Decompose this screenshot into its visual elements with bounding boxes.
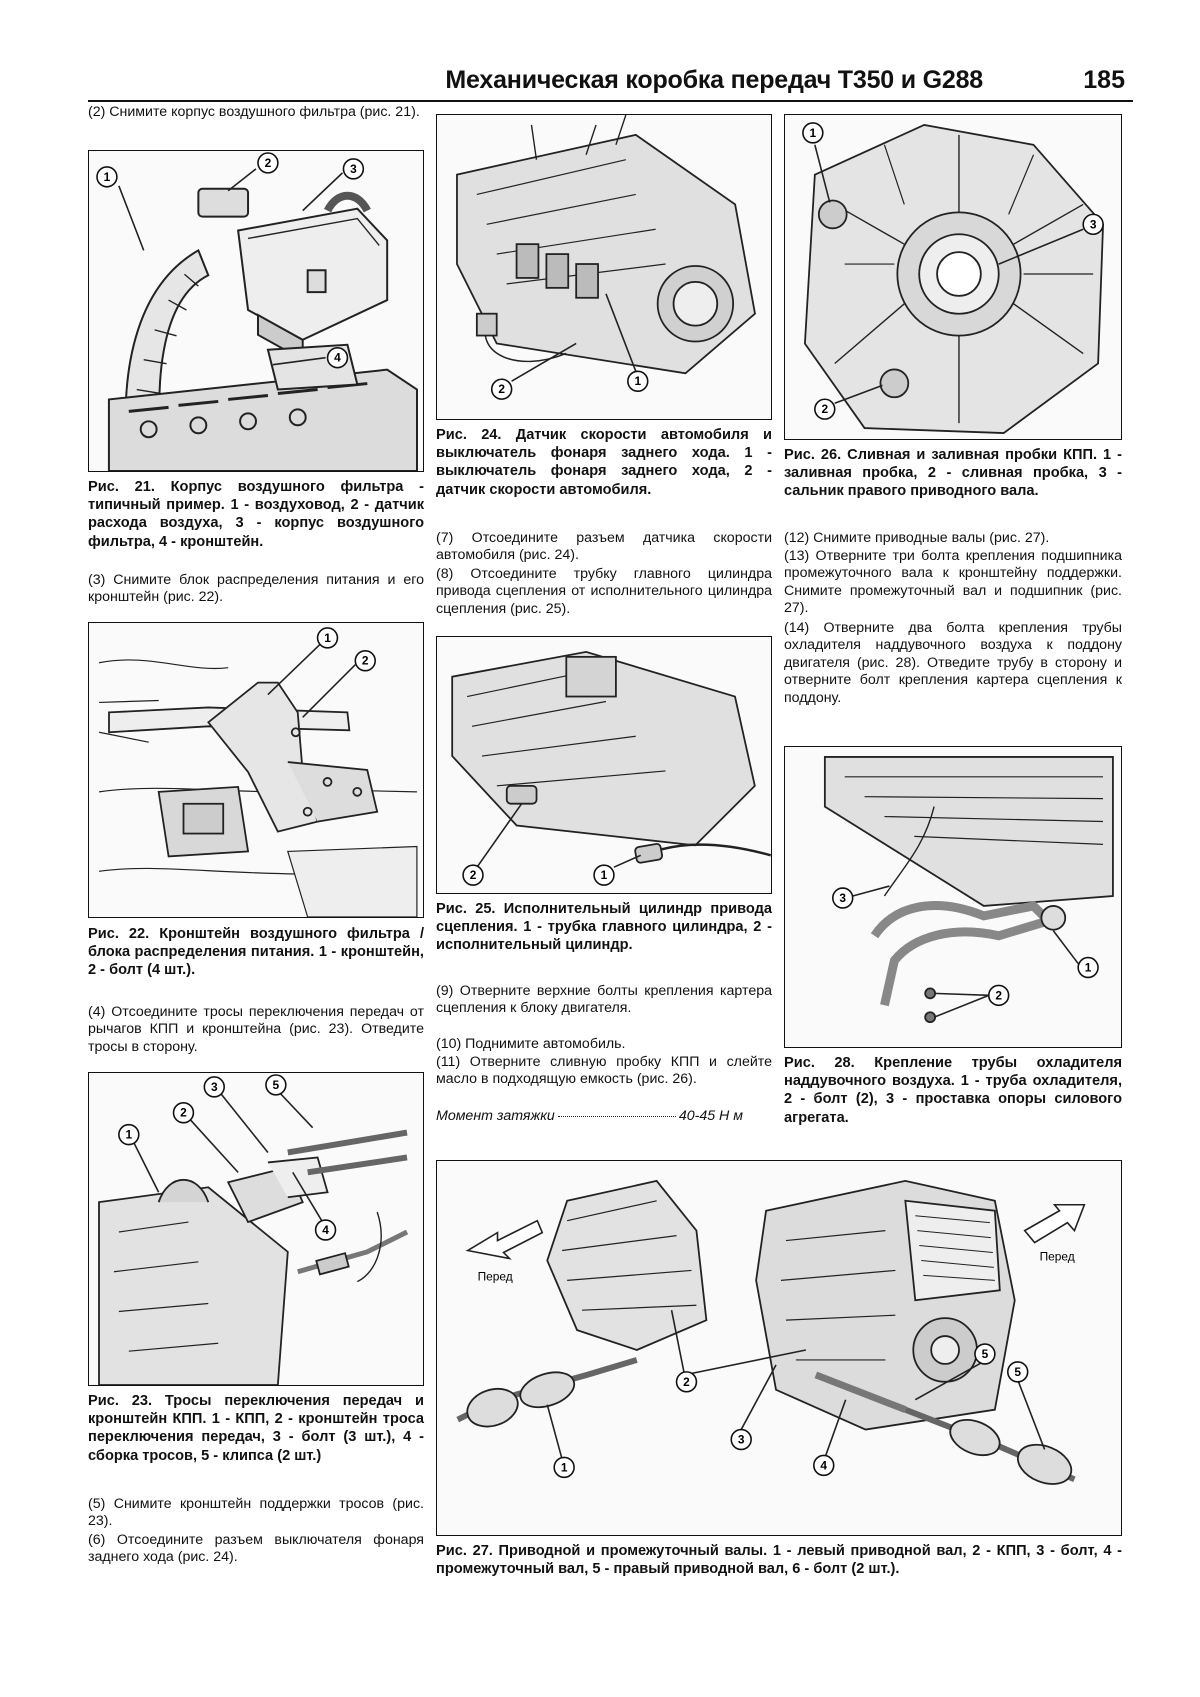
step-7-text: (7) Отсоедините разъем датчика скорости … <box>436 530 772 564</box>
svg-text:3: 3 <box>211 1080 218 1094</box>
figure-26-caption: Рис. 26. Сливная и заливная пробки КПП. … <box>784 447 1122 500</box>
step-14-text: (14) Отверните два болта крепления трубы… <box>784 620 1122 706</box>
figure-23: 1 2 3 4 5 <box>88 1072 424 1386</box>
svg-text:2: 2 <box>470 868 477 882</box>
torque-label: Момент затяжки <box>436 1108 555 1124</box>
svg-text:1: 1 <box>324 631 331 645</box>
page-header: Механическая коробка передач Т350 и G288… <box>88 64 1133 102</box>
step-4-text: (4) Отсоедините тросы переключения перед… <box>88 1004 424 1055</box>
figure-28: 3 1 2 <box>784 746 1122 1048</box>
step-11-text: (11) Отверните сливную пробку КПП и слей… <box>436 1054 772 1088</box>
svg-text:1: 1 <box>1085 961 1092 975</box>
svg-text:3: 3 <box>738 1432 745 1446</box>
step-5-text: (5) Снимите кронштейн поддержки тросов (… <box>88 1496 424 1530</box>
svg-text:1: 1 <box>601 868 608 882</box>
figure-27: Перед Перед 2 1 3 4 5 5 <box>436 1160 1122 1536</box>
svg-text:2: 2 <box>995 988 1002 1002</box>
callout-1: 1 <box>104 170 111 184</box>
svg-text:2: 2 <box>180 1106 187 1120</box>
svg-text:3: 3 <box>839 891 846 905</box>
chapter-title: Механическая коробка передач Т350 и G288 <box>445 66 983 94</box>
torque-spec: Момент затяжки 40-45 Н м <box>436 1108 772 1125</box>
svg-text:4: 4 <box>322 1223 329 1237</box>
svg-text:2: 2 <box>362 654 369 668</box>
figure-24-caption: Рис. 24. Датчик скорости автомобиля и вы… <box>436 427 772 498</box>
figure-23-caption: Рис. 23. Тросы переключения передач и кр… <box>88 1393 424 1464</box>
figure-21-caption: Рис. 21. Корпус воздушного фильтра - тип… <box>88 479 424 550</box>
step-9-text: (9) Отверните верхние болты крепления ка… <box>436 983 772 1017</box>
svg-text:5: 5 <box>1014 1365 1021 1379</box>
figure-22: 1 2 <box>88 622 424 918</box>
figure-21: 1 2 3 4 <box>88 150 424 472</box>
step-3-text: (3) Снимите блок распределения питания и… <box>88 572 424 606</box>
figure-25-caption: Рис. 25. Исполнительный цилиндр привода … <box>436 901 772 954</box>
svg-text:1: 1 <box>810 126 817 140</box>
figure-24: 1 2 <box>436 114 772 420</box>
svg-text:3: 3 <box>1090 217 1097 231</box>
svg-text:2: 2 <box>683 1375 690 1389</box>
svg-text:5: 5 <box>273 1078 280 1092</box>
torque-value: 40-45 Н м <box>678 1108 743 1124</box>
callout-2: 2 <box>265 156 272 170</box>
figure-27-caption: Рис. 27. Приводной и промежуточный валы.… <box>436 1543 1122 1578</box>
step-12-text: (12) Снимите приводные валы (рис. 27). <box>784 530 1050 546</box>
step-8-text: (8) Отсоедините трубку главного цилиндра… <box>436 566 772 617</box>
svg-text:1: 1 <box>634 374 641 388</box>
svg-text:4: 4 <box>820 1458 827 1472</box>
front-label-left: Перед <box>478 1269 513 1283</box>
page-number: 185 <box>1083 66 1125 94</box>
svg-text:2: 2 <box>498 382 505 396</box>
step-6-text: (6) Отсоедините разъем выключателя фонар… <box>88 1532 424 1566</box>
figure-25: 2 1 <box>436 636 772 894</box>
figure-26: 1 3 2 <box>784 114 1122 440</box>
step-10-text: (10) Поднимите автомобиль. <box>436 1036 626 1052</box>
front-label-right: Перед <box>1040 1249 1075 1263</box>
svg-text:1: 1 <box>561 1460 568 1474</box>
figure-28-caption: Рис. 28. Крепление трубы охладителя надд… <box>784 1055 1122 1126</box>
svg-text:5: 5 <box>982 1347 989 1361</box>
callout-4: 4 <box>334 351 341 365</box>
step-13-text: (13) Отверните три болта крепления подши… <box>784 548 1122 617</box>
step-2-text: (2) Снимите корпус воздушного фильтра (р… <box>88 104 420 120</box>
svg-text:2: 2 <box>821 402 828 416</box>
svg-text:1: 1 <box>126 1128 133 1142</box>
callout-3: 3 <box>350 162 357 176</box>
figure-22-caption: Рис. 22. Кронштейн воздушного фильтра / … <box>88 926 424 979</box>
